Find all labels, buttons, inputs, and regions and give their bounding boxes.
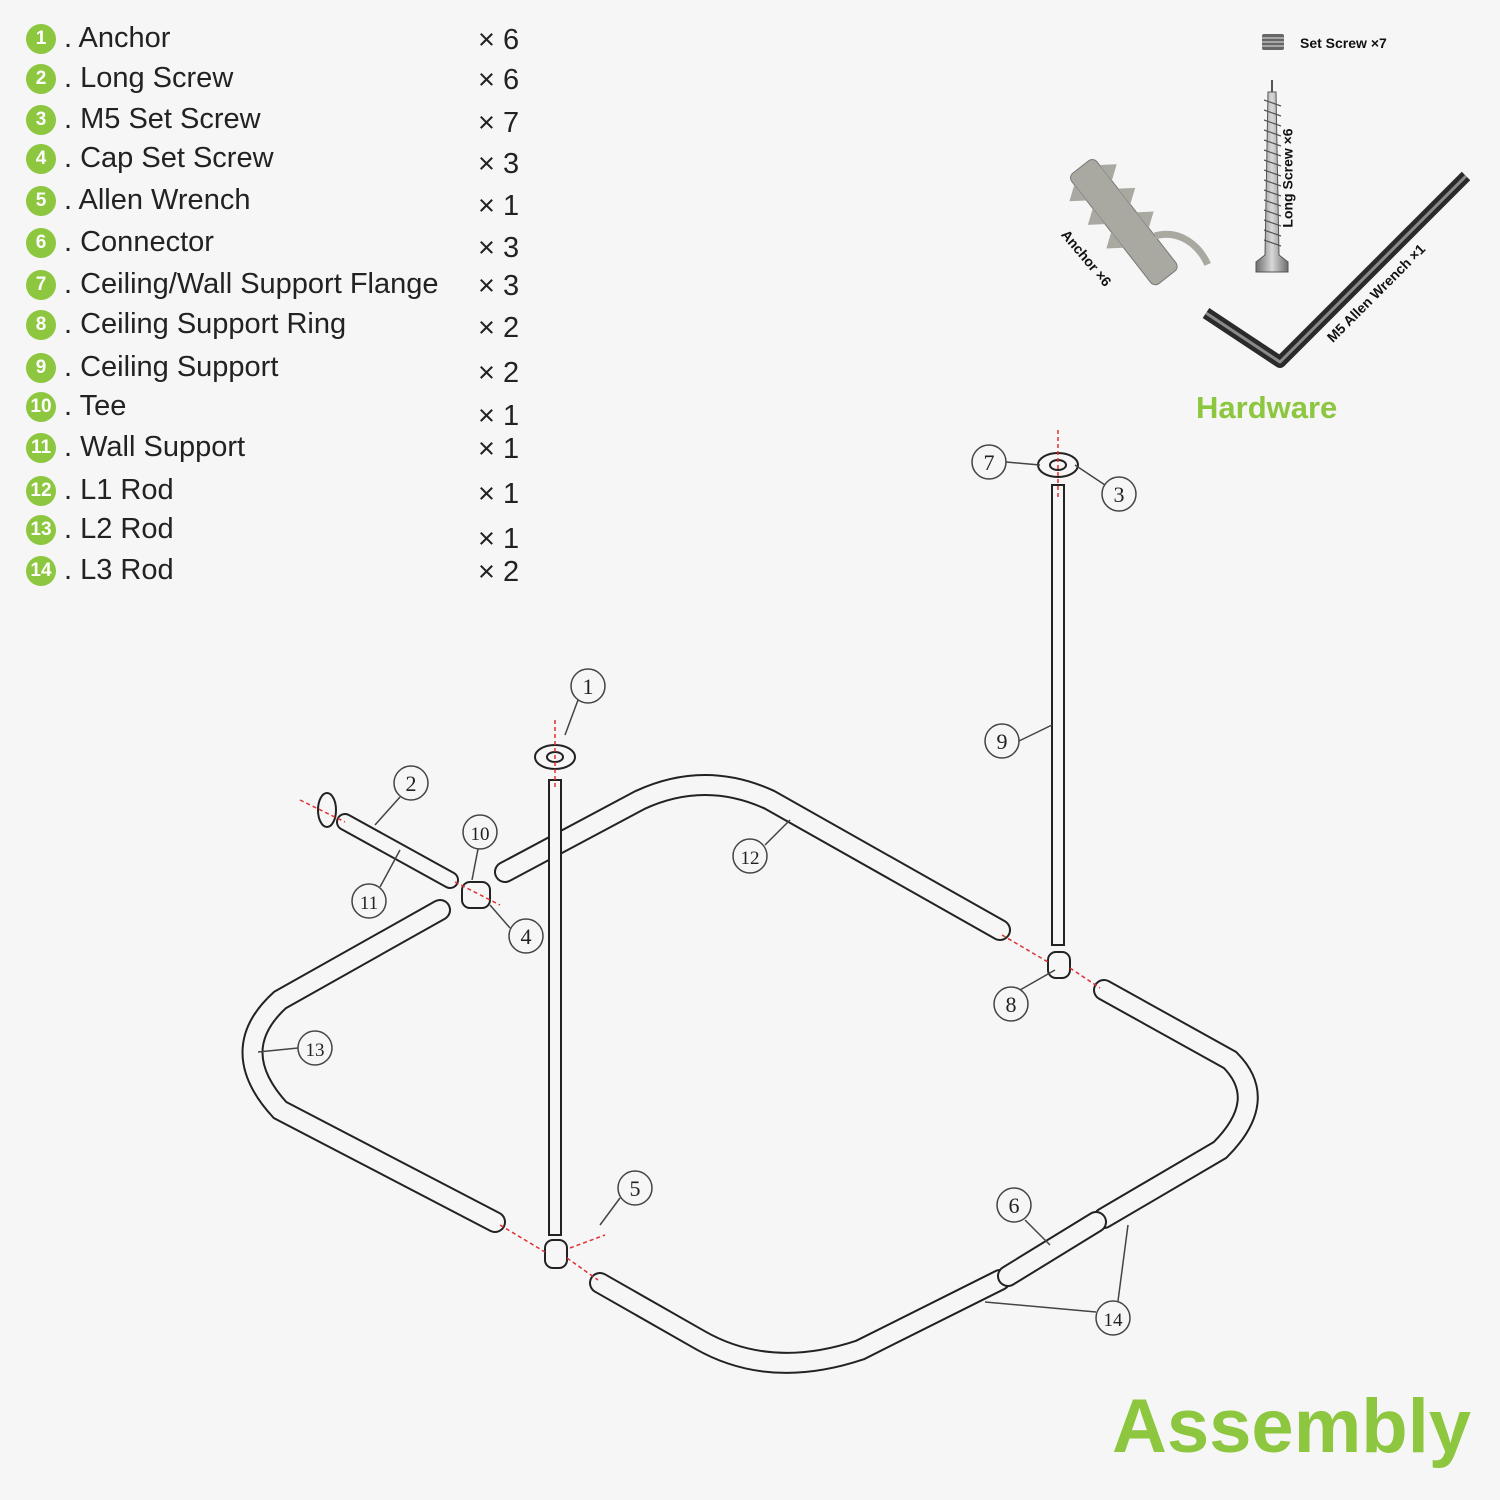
part-name: . Wall Support <box>64 431 246 463</box>
callout-8: 8 <box>1006 992 1017 1017</box>
ceiling-supports <box>548 484 1065 1236</box>
part-quantity: × 3 <box>478 232 520 264</box>
rod-frame <box>241 774 1259 1374</box>
callout-13: 13 <box>306 1040 325 1061</box>
part-name: . L2 Rod <box>64 513 174 545</box>
callout-11: 11 <box>360 893 378 914</box>
part-quantity: × 2 <box>478 357 520 389</box>
part-number-badge: 10 <box>26 392 56 422</box>
callout-12: 12 <box>741 848 760 869</box>
part-number-badge: 12 <box>26 476 56 506</box>
part-number-badge: 11 <box>26 433 56 463</box>
part-quantity: × 3 <box>478 148 520 180</box>
parts-list-item: 13 . L2 Rod × 1 <box>26 511 566 555</box>
part-name: . M5 Set Screw <box>64 103 261 135</box>
callouts <box>297 444 1137 1336</box>
parts-list-item: 9 . Ceiling Support × 2 <box>26 349 566 389</box>
callout-6: 6 <box>1009 1193 1020 1218</box>
set-screw-icon <box>1262 34 1284 50</box>
part-name: . Ceiling Support Ring <box>64 308 347 340</box>
part-quantity: × 1 <box>478 523 520 555</box>
allen-wrench-icon <box>1202 171 1471 368</box>
parts-list-item: 6 . Connector × 3 <box>26 224 566 264</box>
parts-list-item: 5 . Allen Wrench × 1 <box>26 182 566 222</box>
part-name: . Long Screw <box>64 62 234 94</box>
part-number-badge: 14 <box>26 556 56 586</box>
part-name: . L3 Rod <box>64 554 174 586</box>
callout-leaders <box>257 461 1129 1313</box>
callout-9: 9 <box>997 729 1008 754</box>
part-quantity: × 6 <box>478 24 520 56</box>
part-quantity: × 2 <box>478 312 520 344</box>
part-name: . L1 Rod <box>64 474 174 506</box>
part-name: . Cap Set Screw <box>64 142 274 174</box>
part-name: . Tee <box>64 390 127 422</box>
part-number-badge: 9 <box>26 353 56 383</box>
hardware-illustrations <box>1069 34 1471 368</box>
callout-2: 2 <box>406 771 417 796</box>
callout-14: 14 <box>1104 1310 1124 1331</box>
part-name: . Ceiling Support <box>64 351 279 383</box>
callout-10: 10 <box>471 824 490 845</box>
part-number-badge: 8 <box>26 310 56 340</box>
hardware-title: Hardware <box>1196 390 1338 425</box>
part-name: . Connector <box>64 226 214 258</box>
part-quantity: × 1 <box>478 400 520 432</box>
callout-4: 4 <box>521 924 532 949</box>
parts-list-item: 14 . L3 Rod × 2 <box>26 552 566 592</box>
part-number-badge: 13 <box>26 515 56 545</box>
parts-list-item: 7 . Ceiling/Wall Support Flange × 3 <box>26 266 566 306</box>
parts-list-item: 2 . Long Screw × 6 <box>26 60 566 100</box>
part-quantity: × 6 <box>478 64 520 96</box>
part-number-badge: 6 <box>26 228 56 258</box>
long-screw-label: Long Screw ×6 <box>1279 128 1296 228</box>
parts-list-item: 4 . Cap Set Screw × 3 <box>26 140 566 180</box>
callout-7: 7 <box>984 450 995 475</box>
part-name: . Anchor <box>64 22 171 54</box>
part-name: . Ceiling/Wall Support Flange <box>64 268 439 300</box>
part-quantity: × 1 <box>478 478 520 510</box>
callout-1: 1 <box>583 674 594 699</box>
part-quantity: × 1 <box>478 433 520 465</box>
anchor-icon <box>1069 159 1211 286</box>
callout-5: 5 <box>630 1176 641 1201</box>
part-number-badge: 5 <box>26 186 56 216</box>
part-quantity: × 3 <box>478 270 520 302</box>
parts-list-item: 3 . M5 Set Screw × 7 <box>26 101 566 141</box>
parts-list-item: 10 . Tee × 1 <box>26 388 566 432</box>
part-number-badge: 3 <box>26 105 56 135</box>
callout-3: 3 <box>1114 482 1125 507</box>
long-screw-icon <box>1255 80 1289 273</box>
part-number-badge: 1 <box>26 24 56 54</box>
parts-list-item: 12 . L1 Rod × 1 <box>26 472 566 512</box>
part-name: . Allen Wrench <box>64 184 251 216</box>
part-quantity: × 7 <box>478 107 520 139</box>
assembly-title: Assembly <box>1112 1384 1472 1469</box>
part-quantity: × 2 <box>478 556 520 588</box>
assembly-guides <box>299 430 1101 1281</box>
part-number-badge: 4 <box>26 144 56 174</box>
part-number-badge: 7 <box>26 270 56 300</box>
parts-list-item: 11 . Wall Support × 1 <box>26 429 566 469</box>
parts-list-item: 8 . Ceiling Support Ring × 2 <box>26 306 566 346</box>
part-quantity: × 1 <box>478 190 520 222</box>
parts-list-item: 1 . Anchor × 6 <box>26 20 566 60</box>
part-number-badge: 2 <box>26 64 56 94</box>
set-screw-label: Set Screw ×7 <box>1300 35 1387 51</box>
